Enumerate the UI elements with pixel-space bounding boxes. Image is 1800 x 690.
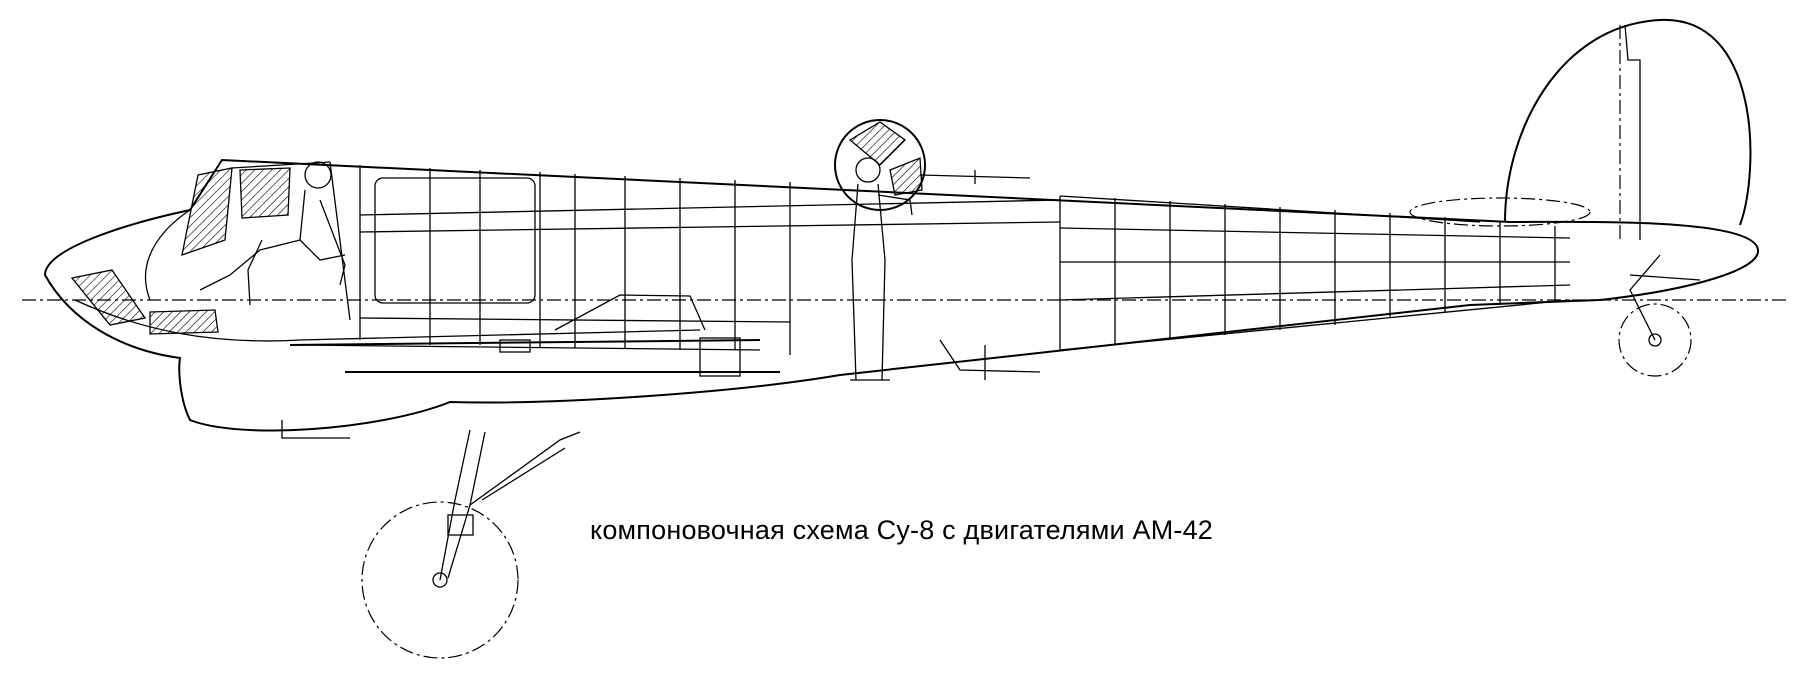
- gunner-figure: [850, 157, 913, 381]
- fuselage-frames: [299, 165, 1061, 355]
- diagram-caption: компоновочная схема Су-8 с двигателями А…: [590, 515, 1214, 545]
- gunner-turret: [834, 119, 1031, 211]
- vertical-tail: [1504, 18, 1752, 240]
- fuselage-outline: [43, 158, 1760, 439]
- main-landing-gear: [361, 429, 581, 659]
- rear-fuselage-lattice: [1059, 195, 1591, 351]
- tail-wheel: [1618, 254, 1701, 377]
- ventral-guns: [289, 294, 1041, 380]
- pilot-figure: [199, 161, 346, 306]
